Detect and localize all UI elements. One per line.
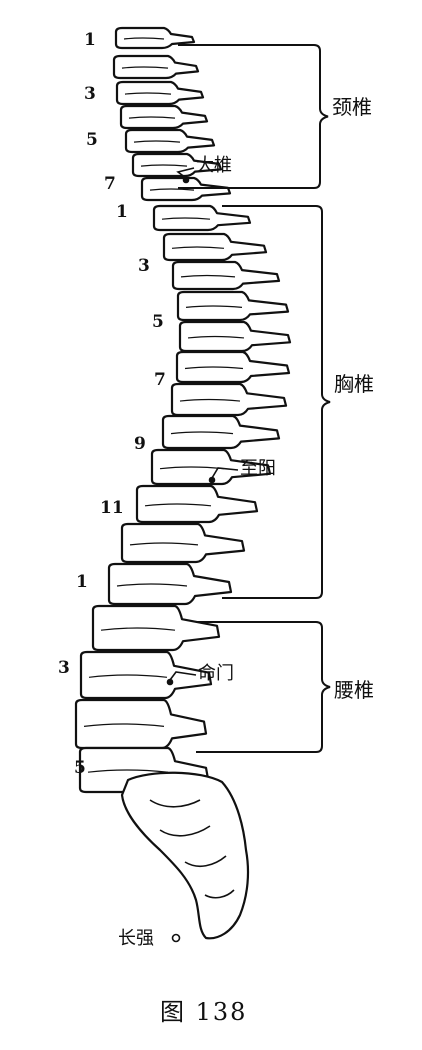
vertebra-11 [176, 290, 290, 322]
vertebra-12 [178, 320, 292, 353]
vertebra-number-t11: 11 [100, 498, 124, 518]
vertebra-detail-9 [171, 246, 225, 249]
vertebra-16 [150, 448, 272, 486]
region-label-cervical: 颈椎 [332, 95, 372, 119]
vertebra-detail-17 [144, 503, 212, 507]
vertebra-18 [120, 522, 246, 564]
bracket-thoracic [222, 205, 331, 599]
vertebra-detail-10 [180, 274, 236, 278]
vertebra-number-l5: 5 [74, 758, 86, 778]
vertebra-number-c3: 3 [84, 84, 96, 104]
vertebra-number-c1: 1 [84, 30, 96, 50]
marker-changqiang [171, 933, 181, 943]
vertebra-detail-5 [133, 140, 181, 143]
vertebra-17 [135, 484, 259, 524]
vertebra-detail-21 [88, 674, 168, 678]
vertebra-number-t1: 1 [116, 202, 128, 222]
vertebra-detail-22 [83, 723, 165, 727]
acupoint-leaders [166, 167, 239, 943]
vertebra-number-l1: 1 [76, 572, 88, 592]
vertebra-15 [161, 414, 281, 450]
vertebra-detail-14 [179, 398, 241, 402]
marker-mingmen [166, 678, 174, 686]
vertebra-detail-6 [140, 164, 188, 167]
acupoint-label-mingmen: 命门 [198, 663, 234, 684]
vertebra-group [74, 26, 292, 794]
vertebra-detail-13 [184, 366, 244, 370]
vertebra-number-c7: 7 [104, 174, 116, 194]
figure-caption: 图 138 [160, 998, 248, 1026]
region-label-lumbar: 腰椎 [334, 678, 374, 702]
vertebra-detail-4 [128, 116, 176, 119]
vertebra-number-t3: 3 [138, 256, 150, 276]
vertebra-detail-18 [129, 542, 199, 546]
vertebra-number-l3: 3 [58, 658, 70, 678]
leader-mingmen [169, 671, 197, 681]
region-brackets [178, 44, 331, 753]
vertebra-detail-1 [123, 37, 165, 40]
marker-dazhui [182, 176, 190, 184]
vertebra-13 [175, 350, 291, 384]
vertebra-detail-8 [161, 217, 211, 220]
vertebra-14 [170, 382, 288, 417]
vertebra-detail-7 [149, 188, 195, 191]
vertebra-number-t7: 7 [154, 370, 166, 390]
vertebra-number-c5: 5 [86, 130, 98, 150]
bracket-cervical [178, 44, 329, 189]
vertebra-detail-19 [116, 583, 188, 587]
vertebra-number-t9: 9 [134, 434, 146, 454]
vertebra-detail-23 [87, 769, 169, 773]
leader-dazhui [176, 167, 195, 179]
acupoint-label-dazhui: 大椎 [196, 155, 232, 176]
acupoint-label-zhiyang: 至阳 [240, 458, 276, 479]
leader-zhiyang [211, 467, 239, 479]
marker-zhiyang [208, 476, 216, 484]
sacrum-coccyx [120, 771, 250, 940]
vertebra-detail-3 [124, 92, 172, 95]
vertebra-detail-15 [170, 431, 234, 435]
vertebra-detail-11 [185, 305, 243, 308]
bracket-lumbar [196, 621, 331, 753]
vertebra-detail-20 [100, 627, 176, 631]
region-label-thoracic: 胸椎 [334, 372, 374, 396]
vertebra-detail-12 [187, 335, 245, 339]
acupoint-label-changqiang: 长强 [118, 928, 154, 949]
vertebra-number-t5: 5 [152, 312, 164, 332]
vertebra-10 [171, 260, 281, 291]
vertebra-detail-2 [121, 66, 169, 69]
